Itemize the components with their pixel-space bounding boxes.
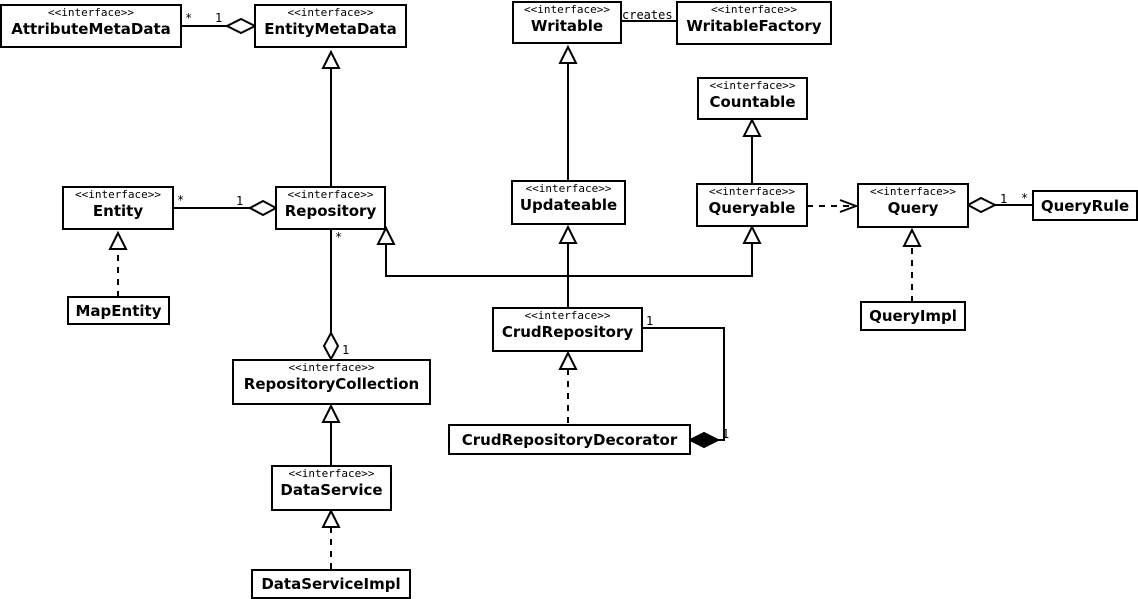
class-name: CrudRepositoryDecorator <box>461 430 678 449</box>
class-name: DataService <box>280 481 383 499</box>
aggregation-diamond <box>247 199 279 217</box>
class-name: CrudRepository <box>501 323 634 341</box>
multiplicity-label: * <box>177 193 184 207</box>
class-name: QueryImpl <box>869 307 957 325</box>
generalization-arrowhead <box>321 403 341 423</box>
class-query: <<interface>> Query <box>857 183 969 228</box>
crudrepository-extends-repository <box>385 244 568 277</box>
multiplicity-label: 1 <box>215 11 222 25</box>
generalization-arrowhead <box>742 224 762 244</box>
class-entitymetadata: <<interface>> EntityMetaData <box>254 4 407 48</box>
class-name: QueryRule <box>1040 196 1130 215</box>
class-queryable: <<interface>> Queryable <box>696 183 808 227</box>
class-crudrepositorydecorator: CrudRepositoryDecorator <box>448 424 691 455</box>
class-name: MapEntity <box>75 301 162 320</box>
dependency-arrowhead <box>839 199 859 213</box>
stereotype-label: <<interface>> <box>74 188 162 201</box>
aggregation-diamond <box>322 330 340 362</box>
stereotype-label: <<interface>> <box>288 361 375 374</box>
class-name: Countable <box>709 93 796 111</box>
class-name: Repository <box>284 202 377 220</box>
class-mapentity: MapEntity <box>67 296 170 325</box>
stereotype-label: <<interface>> <box>869 185 957 198</box>
class-name: EntityMetaData <box>264 20 397 38</box>
generalization-arrowhead <box>742 117 762 137</box>
class-name: Query <box>887 199 939 217</box>
generalization-arrowhead <box>321 49 341 69</box>
class-entity: <<interface>> Entity <box>62 186 174 230</box>
multiplicity-label: 1 <box>722 427 729 441</box>
class-name: Updateable <box>519 196 618 214</box>
crudrepository-extends-queryable <box>568 243 753 277</box>
class-writable: <<interface>> Writable <box>512 1 622 44</box>
multiplicity-label: * <box>335 230 342 244</box>
generalization-arrowhead <box>558 44 578 64</box>
stereotype-label: <<interface>> <box>710 3 798 16</box>
class-name: Entity <box>92 202 144 220</box>
class-name: RepositoryCollection <box>243 375 420 393</box>
stereotype-label: <<interface>> <box>47 6 135 19</box>
class-name: WritableFactory <box>686 17 822 35</box>
class-queryimpl: QueryImpl <box>860 301 966 331</box>
realization-arrowhead <box>321 508 341 528</box>
class-repositorycollection: <<interface>> RepositoryCollection <box>232 359 431 405</box>
stereotype-label: <<interface>> <box>708 185 796 198</box>
composition-diamond <box>687 431 721 449</box>
realization-arrowhead <box>558 350 578 370</box>
class-crudrepository: <<interface>> CrudRepository <box>492 307 643 352</box>
stereotype-label: <<interface>> <box>525 182 612 195</box>
realization-arrowhead <box>108 230 128 250</box>
stereotype-label: <<interface>> <box>523 3 611 16</box>
stereotype-label: <<interface>> <box>709 79 796 92</box>
multiplicity-label: 1 <box>1000 192 1007 206</box>
stereotype-label: <<interface>> <box>288 467 375 480</box>
stereotype-label: <<interface>> <box>287 6 374 19</box>
class-repository: <<interface>> Repository <box>275 186 386 230</box>
generalization-arrowhead <box>376 225 396 245</box>
class-countable: <<interface>> Countable <box>697 77 808 120</box>
realization-arrowhead <box>902 227 922 247</box>
class-name: Writable <box>530 17 604 35</box>
stereotype-label: <<interface>> <box>524 309 611 322</box>
multiplicity-label: 1 <box>646 314 653 328</box>
decorator-composition-line <box>642 327 725 441</box>
class-writablefactory: <<interface>> WritableFactory <box>676 1 832 45</box>
class-updateable: <<interface>> Updateable <box>511 180 626 225</box>
multiplicity-label: * <box>185 11 192 25</box>
class-name: DataServiceImpl <box>261 575 401 593</box>
class-name: AttributeMetaData <box>11 20 171 38</box>
generalization-arrowhead <box>558 224 578 244</box>
aggregation-diamond <box>965 196 998 214</box>
aggregation-diamond <box>224 17 258 35</box>
multiplicity-label: 1 <box>342 343 349 357</box>
multiplicity-label: * <box>1021 191 1028 205</box>
class-attributemetadata: <<interface>> AttributeMetaData <box>0 4 182 48</box>
class-dataserviceimpl: DataServiceImpl <box>251 569 411 599</box>
class-name: Queryable <box>708 199 796 217</box>
class-queryrule: QueryRule <box>1032 190 1138 221</box>
creates-label: creates <box>622 8 673 22</box>
multiplicity-label: 1 <box>236 194 243 208</box>
stereotype-label: <<interface>> <box>287 188 374 201</box>
class-dataservice: <<interface>> DataService <box>271 465 392 511</box>
